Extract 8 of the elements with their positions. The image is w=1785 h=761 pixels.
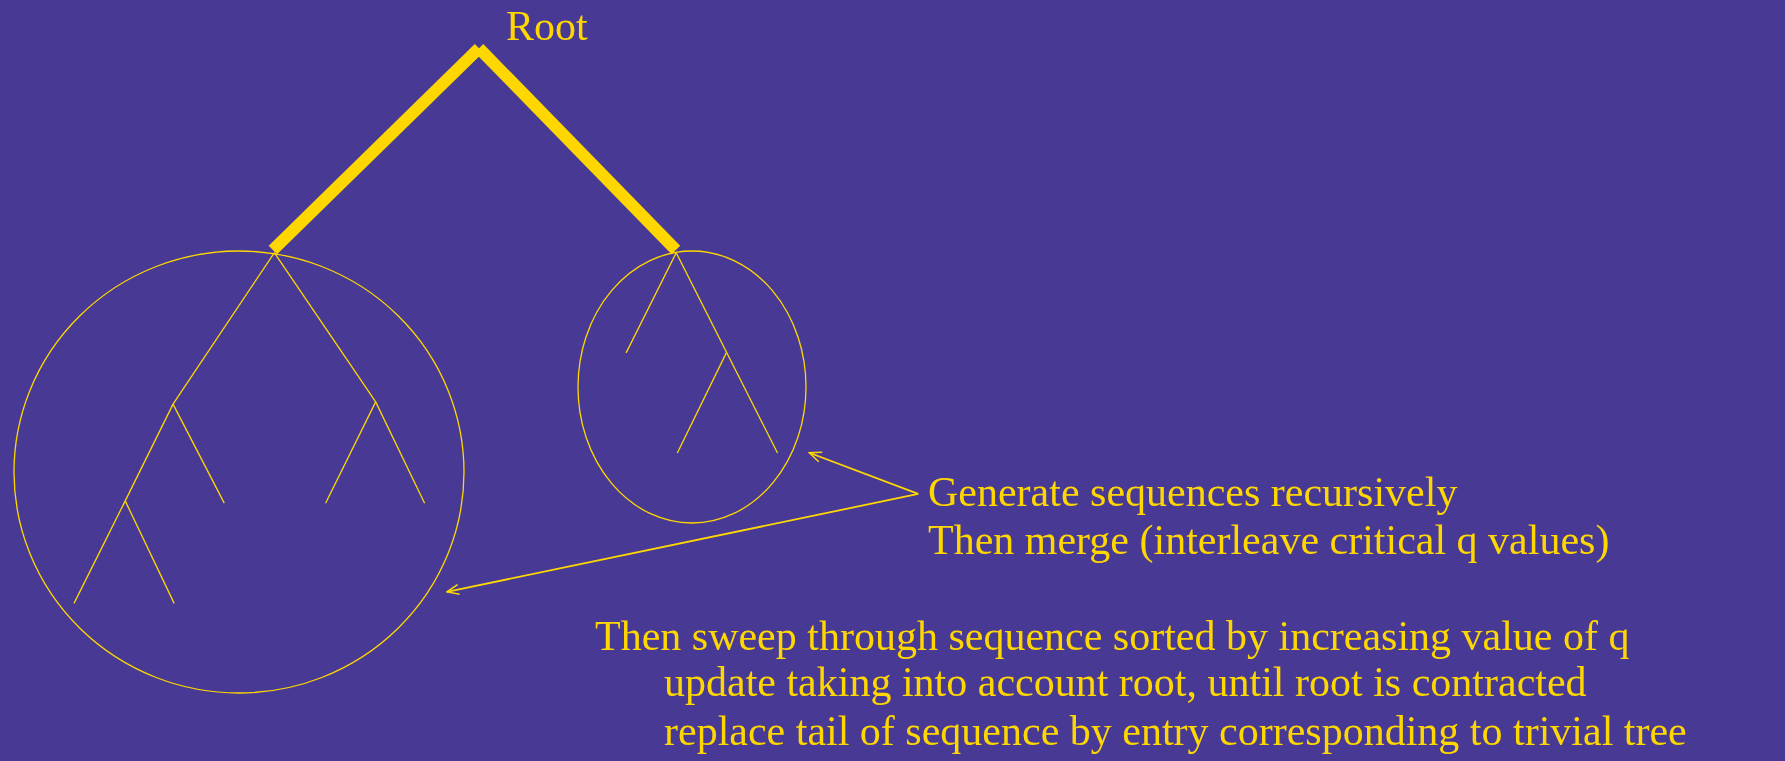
annotation-text: Generate sequences recursively [928,468,1459,516]
annotation-text: Then merge (interleave critical q values) [928,516,1610,564]
arrow [446,493,920,596]
arrow [808,451,920,495]
note-text: update taking into account root, until root is contracted [664,659,1587,706]
root-label: Root [506,2,588,50]
note-text: Then sweep through sequence sorted by increasing value of q [595,612,1630,660]
note-text: replace tail of sequence by entry corresponding to trivial tree [664,707,1687,755]
